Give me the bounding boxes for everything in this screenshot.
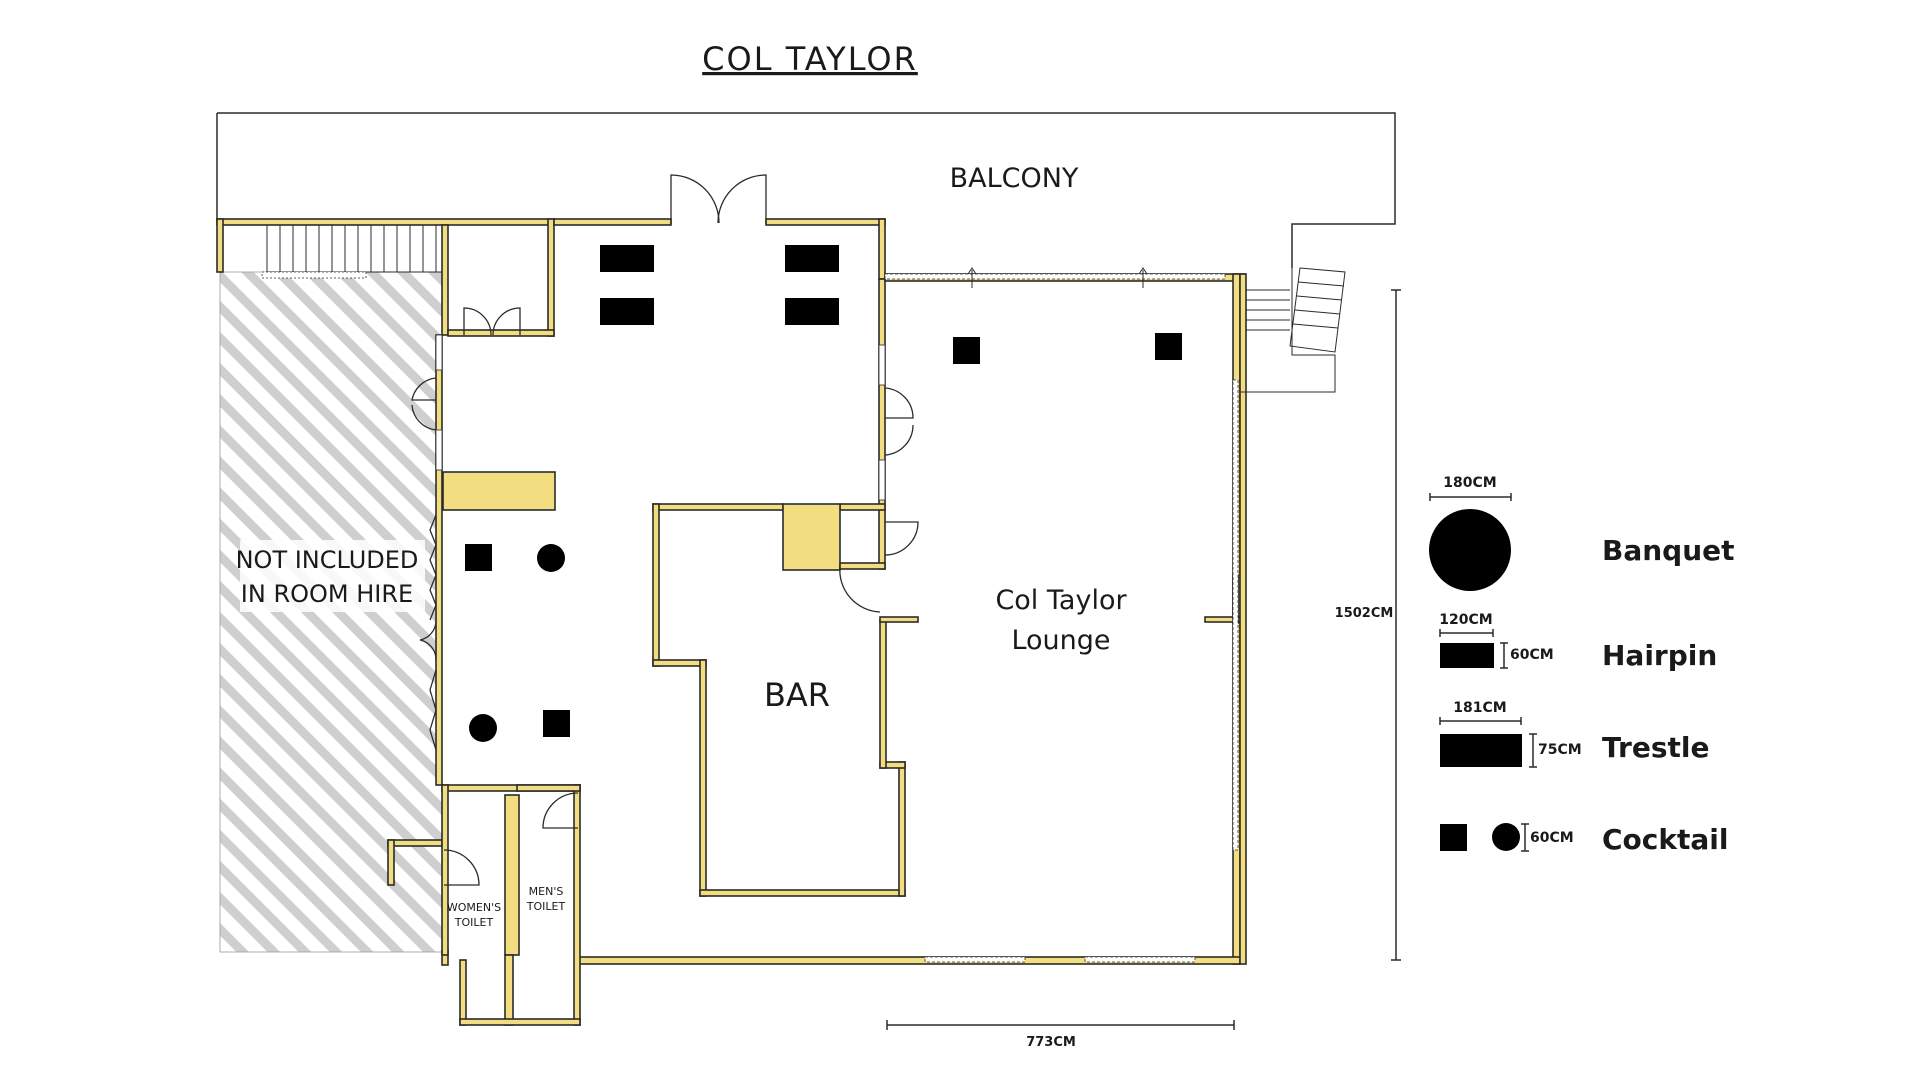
doors bbox=[411, 174, 919, 886]
height-dimension-label: 1502CM bbox=[1335, 606, 1394, 621]
furniture bbox=[465, 245, 1182, 742]
cocktail-legend-label: Cocktail bbox=[1602, 823, 1728, 856]
banquet-table-icon bbox=[1429, 509, 1511, 591]
not-included-label-line2: IN ROOM HIRE bbox=[241, 580, 413, 608]
bar-label: BAR bbox=[764, 676, 830, 714]
womens-toilet-label-line2: TOILET bbox=[454, 916, 494, 929]
trestle-table-icon bbox=[1440, 734, 1522, 767]
hairpin-length-label: 120CM bbox=[1439, 612, 1492, 628]
balcony-outline bbox=[216, 112, 1396, 268]
windows bbox=[435, 273, 1239, 963]
width-dimension-label: 773CM bbox=[1026, 1035, 1076, 1050]
trestle-depth-label: 75CM bbox=[1538, 742, 1582, 758]
hairpin-legend-label: Hairpin bbox=[1602, 639, 1717, 672]
hairpin-table-icon bbox=[1440, 643, 1494, 668]
staircase-top-left bbox=[261, 223, 443, 279]
lounge-label-line1: Col Taylor bbox=[995, 585, 1127, 616]
trestle-table bbox=[600, 245, 654, 272]
width-dimension bbox=[886, 1020, 1235, 1030]
cocktail-table-square bbox=[1155, 333, 1182, 360]
cocktail-table-square bbox=[465, 544, 492, 571]
hairpin-depth-label: 60CM bbox=[1510, 647, 1554, 663]
not-included-label-line1: NOT INCLUDED bbox=[236, 546, 419, 574]
mens-toilet-label-line2: TOILET bbox=[526, 900, 566, 913]
trestle-length-label: 181CM bbox=[1453, 700, 1506, 716]
cocktail-table-round bbox=[469, 714, 497, 742]
height-dimension bbox=[1391, 289, 1401, 961]
cocktail-round-icon bbox=[1492, 823, 1520, 851]
cocktail-table-round bbox=[537, 544, 565, 572]
trestle-table bbox=[785, 245, 839, 272]
entry-arrows bbox=[967, 267, 1148, 288]
lounge-label-line2: Lounge bbox=[1011, 625, 1110, 656]
plan-title: COL TAYLOR bbox=[702, 40, 918, 78]
balcony-label: BALCONY bbox=[950, 163, 1079, 194]
cocktail-table-square bbox=[953, 337, 980, 364]
trestle-legend-label: Trestle bbox=[1602, 731, 1709, 764]
womens-toilet-label-line1: WOMEN'S bbox=[447, 901, 501, 914]
staircase-right bbox=[1239, 267, 1346, 393]
mens-toilet-label-line1: MEN'S bbox=[529, 885, 564, 898]
legend: 180CM Banquet 120CM 60CM Hairpin 181CM 7… bbox=[1429, 475, 1735, 856]
cocktail-square-icon bbox=[1440, 824, 1467, 851]
trestle-table bbox=[785, 298, 839, 325]
trestle-table bbox=[600, 298, 654, 325]
banquet-legend-label: Banquet bbox=[1602, 534, 1735, 567]
cocktail-table-square bbox=[543, 710, 570, 737]
banquet-size-label: 180CM bbox=[1443, 475, 1496, 491]
cocktail-size-label: 60CM bbox=[1530, 830, 1574, 846]
